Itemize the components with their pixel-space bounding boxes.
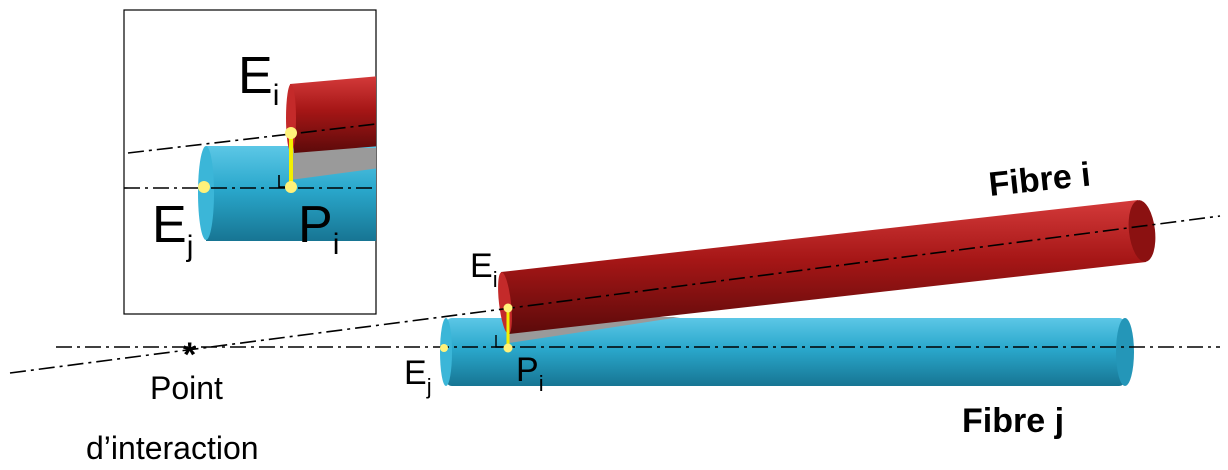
- fibre-i-label: Fibre i: [987, 155, 1092, 203]
- inset-gap-wedge: [290, 148, 376, 180]
- inset-label-pi: Pi: [298, 196, 339, 261]
- point-pi: [503, 343, 513, 353]
- point-ei: [503, 303, 513, 313]
- interaction-label-line1: Point: [150, 370, 223, 406]
- zoom-inset: Ei Ej Pi: [123, 9, 377, 315]
- fibre-j-cylinder: [440, 318, 1134, 386]
- fibre-j-label: Fibre j: [962, 402, 1064, 440]
- fibre-i-axis: [9, 215, 1221, 374]
- inset-label-ej: Ej: [152, 196, 193, 263]
- inset-point-ei: [285, 127, 297, 139]
- interaction-point-marker: *: [183, 336, 197, 374]
- inset-point-pi: [285, 181, 297, 193]
- inset-point-ej: [198, 181, 210, 193]
- inset-label-ei: Ei: [238, 47, 279, 112]
- main-label-ei: Ei: [470, 247, 498, 292]
- inset-fibre-i: [286, 76, 376, 153]
- main-label-ej: Ej: [404, 354, 432, 399]
- main-figure: Ei Ej Pi Fibre i Fibre j * Point d’inter…: [9, 155, 1221, 466]
- inset-fibre-i-axis: [127, 123, 376, 154]
- point-ej: [440, 344, 448, 352]
- interaction-label-line2: d’interaction: [86, 430, 259, 466]
- main-label-pi: Pi: [516, 351, 544, 396]
